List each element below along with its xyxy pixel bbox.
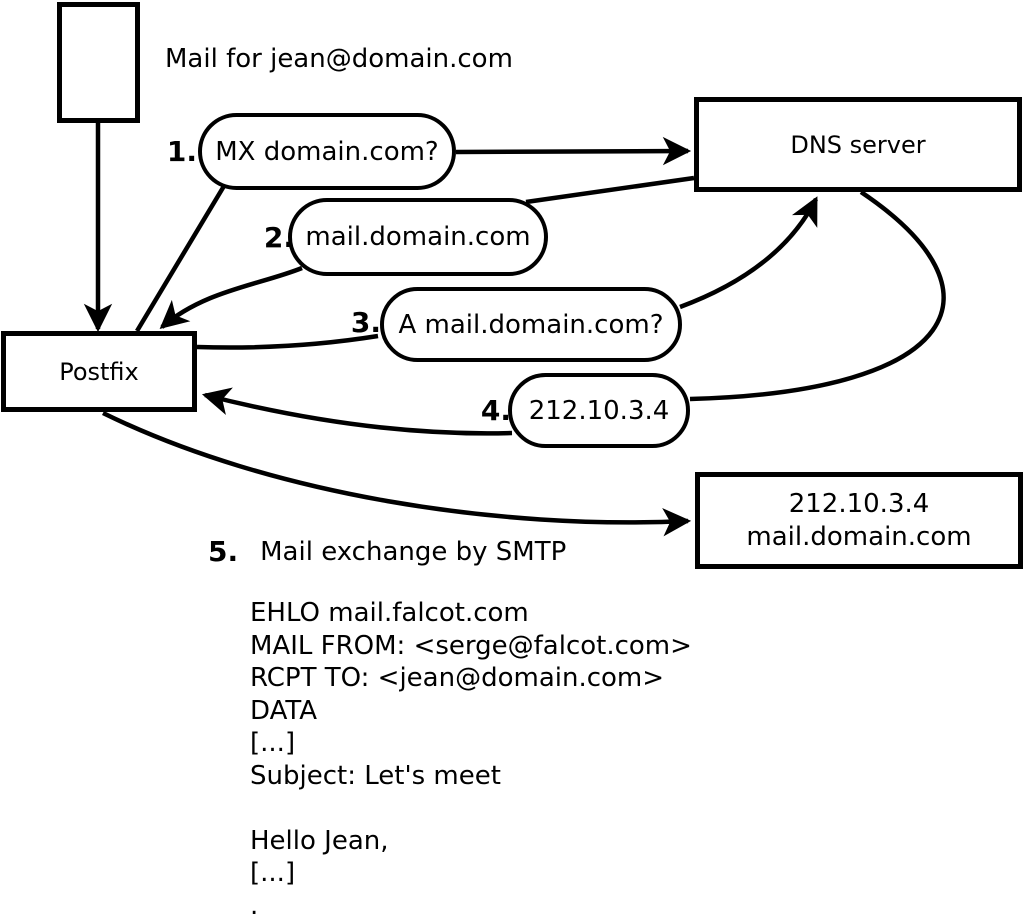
line-postfix-to-query-a [196, 333, 379, 350]
postfix-label: Postfix [59, 357, 139, 386]
step5-annotation: 5. Mail exchange by SMTP [208, 536, 566, 568]
pill-step2-mx-answer: mail.domain.com [288, 198, 548, 276]
step5-label: Mail exchange by SMTP [260, 537, 567, 567]
step5-number: 5. [208, 535, 239, 568]
pill-step1-mx-query: MX domain.com? [198, 113, 456, 190]
mail-server-hostname: mail.domain.com [746, 521, 972, 552]
line-dns-to-answer-a [689, 190, 946, 402]
smtp-line: [...] [250, 728, 296, 758]
dns-server-node: DNS server [694, 97, 1022, 192]
arrow-answer-mx-to-postfix [159, 265, 303, 330]
smtp-line: RCPT TO: <jean@domain.com> [250, 663, 665, 693]
pill-step4-label: 212.10.3.4 [528, 395, 670, 426]
pill-step4-a-answer: 212.10.3.4 [508, 373, 690, 448]
smtp-line: . [250, 890, 259, 919]
arrow-answer-a-to-postfix [201, 387, 513, 436]
line-postfix-to-query-mx [135, 184, 226, 333]
mail-server-node: 212.10.3.4 mail.domain.com [695, 472, 1023, 569]
pill-step2-label: mail.domain.com [305, 222, 531, 252]
smtp-line [250, 792, 692, 825]
arrow-query-a-to-dns [679, 196, 819, 310]
envelope-node [57, 2, 140, 123]
line-dns-to-answer-mx [525, 175, 695, 205]
step2-number: 2. [263, 221, 294, 254]
step3-number: 3. [350, 306, 381, 339]
smtp-session-transcript: EHLO mail.falcot.com MAIL FROM: <serge@f… [250, 597, 692, 919]
arrow-query-mx-to-dns [455, 136, 692, 166]
postfix-node: Postfix [1, 331, 197, 412]
mail-for-annotation: Mail for jean@domain.com [165, 44, 513, 74]
pill-step1-label: MX domain.com? [215, 136, 439, 167]
smtp-line: EHLO mail.falcot.com [250, 598, 529, 628]
smtp-line: DATA [250, 695, 317, 726]
smtp-line: MAIL FROM: <serge@falcot.com> [250, 630, 692, 661]
dns-server-label: DNS server [790, 130, 926, 159]
smtp-line: Hello Jean, [250, 825, 389, 856]
step4-number: 4. [480, 394, 511, 427]
smtp-line: Subject: Let's meet [250, 760, 501, 791]
smtp-line: [...] [250, 858, 296, 888]
step1-number: 1. [166, 135, 197, 168]
pill-step3-label: A mail.domain.com? [398, 309, 664, 340]
mail-server-ip: 212.10.3.4 [788, 488, 930, 519]
pill-step3-a-query: A mail.domain.com? [380, 287, 682, 362]
arrow-postfix-to-mailserver-smtp [102, 410, 692, 537]
